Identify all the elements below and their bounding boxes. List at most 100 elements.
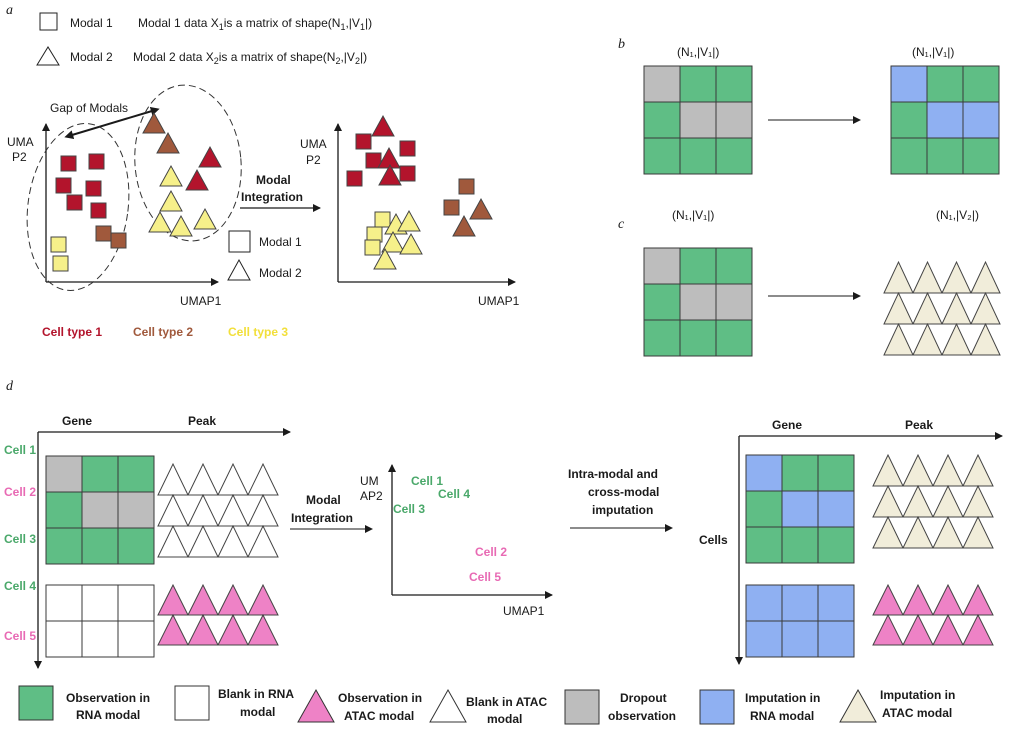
triangle-marker [378, 163, 402, 186]
triangle-marker [452, 214, 476, 237]
matrix-cell [643, 65, 681, 103]
legend-modal1-name: Modal 1 [70, 16, 113, 30]
umap-point-cell2: Cell 2 [475, 545, 507, 559]
left-atac-observed-triangles [157, 583, 279, 646]
panel-b-left-shape: (N₁,|V₁|) [677, 45, 719, 59]
left-umap2-label-1: UMA [7, 135, 34, 149]
triangle-cell [902, 613, 934, 646]
panel-c: c (N₁,|V₁|) (N₁,|V₂|) [618, 208, 1001, 357]
gap-double-arrow [64, 106, 160, 140]
right-scatter [346, 114, 493, 270]
matrix-cell [45, 620, 83, 658]
matrix-cell [926, 101, 964, 139]
right-gene-label: Gene [772, 418, 802, 432]
triangle-cell [970, 322, 1001, 356]
matrix-cell [679, 101, 717, 139]
cell-label-2: Cell 2 [4, 485, 36, 499]
umap-point-cell5: Cell 5 [469, 570, 501, 584]
square-marker [88, 153, 105, 170]
triangle-cell [247, 583, 279, 616]
integration-label-1: Modal [256, 173, 291, 187]
triangle-marker [169, 214, 193, 237]
legend-rna-blank-swatch [174, 685, 210, 721]
triangle-marker [198, 145, 222, 168]
matrix-cell [781, 620, 819, 658]
panel-a: a Modal 1 Modal 1 data X1is a matrix of … [6, 3, 520, 339]
triangle-cell [872, 613, 904, 646]
triangle-cell [962, 583, 994, 616]
matrix-cell [817, 490, 855, 528]
triangle-cell [902, 484, 934, 518]
matrix-cell [81, 584, 119, 622]
right-umap2-label-2: P2 [306, 153, 321, 167]
square-marker [443, 199, 460, 216]
left-peak-label: Peak [188, 414, 216, 428]
triangle-marker [142, 111, 166, 134]
inner-legend-square-icon [228, 230, 251, 253]
triangle-cell [217, 462, 249, 496]
matrix-cell [45, 527, 83, 565]
square-marker [364, 239, 381, 256]
matrix-cell [745, 454, 783, 492]
legend-item-6-line1: Imputation in [745, 691, 820, 705]
matrix-cell [962, 137, 1000, 175]
legend-rna-imputation-swatch [699, 689, 735, 725]
legend-atac-blank-triangle [429, 688, 467, 723]
legend-item-1-line2: RNA modal [76, 708, 140, 722]
triangle-cell [883, 260, 914, 294]
triangle-cell [902, 453, 934, 487]
matrix-cell [117, 455, 155, 493]
panel-c-letter: c [618, 217, 625, 232]
triangle-cell [872, 453, 904, 487]
triangle-cell [932, 515, 964, 549]
cell-type-3-label: Cell type 3 [228, 325, 288, 339]
matrix-cell [817, 584, 855, 622]
triangle-marker [397, 209, 421, 232]
legend-item-3-line2: ATAC modal [344, 709, 414, 723]
panel-b-left-matrix [643, 65, 753, 175]
square-marker [52, 255, 69, 272]
triangle-cell [941, 291, 972, 325]
matrix-cell [81, 455, 119, 493]
triangle-cell [962, 515, 994, 549]
triangle-cell [247, 613, 279, 646]
matrix-cell [745, 584, 783, 622]
triangle-marker [156, 131, 180, 154]
right-rna-imputed-matrix [745, 454, 855, 564]
panel-b: b (N₁,|V₁|) (N₁,|V₁|) [618, 37, 1000, 175]
triangle-cell [970, 260, 1001, 294]
cell-type-1-label: Cell type 1 [42, 325, 102, 339]
modal1-square-icon [39, 12, 58, 31]
triangle-cell [247, 493, 279, 527]
triangle-cell [157, 524, 189, 558]
matrix-cell [679, 65, 717, 103]
matrix-cell [679, 319, 717, 357]
matrix-cell [715, 65, 753, 103]
matrix-cell [962, 101, 1000, 139]
modal2-triangle-icon [36, 46, 60, 66]
right-atac-observed-triangles [872, 583, 994, 646]
cell-label-3: Cell 3 [4, 532, 36, 546]
matrix-cell [81, 527, 119, 565]
legend-item-6-line2: RNA modal [750, 709, 814, 723]
d-umap2-label-1: UM [360, 474, 379, 488]
matrix-cell [962, 65, 1000, 103]
triangle-cell [157, 613, 189, 646]
triangle-cell [187, 462, 219, 496]
matrix-cell [745, 490, 783, 528]
panel-b-right-shape: (N₁,|V₁|) [912, 45, 954, 59]
triangle-cell [187, 493, 219, 527]
triangle-cell [217, 613, 249, 646]
square-marker [90, 202, 107, 219]
inner-legend-modal2: Modal 2 [259, 266, 302, 280]
triangle-cell [217, 493, 249, 527]
triangle-cell [872, 484, 904, 518]
matrix-cell [117, 584, 155, 622]
square-marker [85, 180, 102, 197]
triangle-cell [912, 322, 943, 356]
right-peak-label: Peak [905, 418, 933, 432]
triangle-cell [872, 515, 904, 549]
cells-axis-label: Cells [699, 533, 728, 547]
cell-label-4: Cell 4 [4, 579, 36, 593]
matrix-cell [781, 454, 819, 492]
